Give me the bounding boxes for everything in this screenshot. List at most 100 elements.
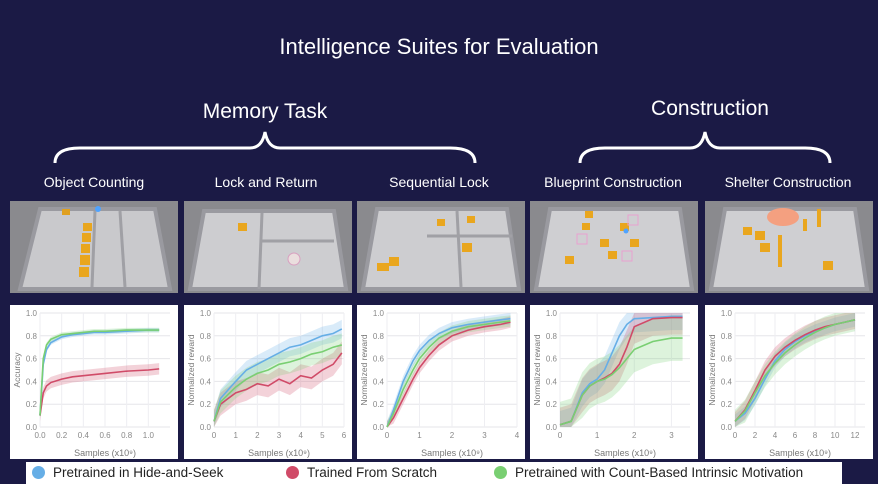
legend-label: Pretrained with Count-Based Intrinsic Mo… bbox=[515, 465, 804, 480]
x-tick-label: 0 bbox=[212, 431, 217, 440]
y-tick-label: 0.2 bbox=[721, 400, 733, 409]
y-axis-label: Accuracy bbox=[12, 352, 22, 388]
x-tick-label: 6 bbox=[342, 431, 347, 440]
series-line bbox=[559, 315, 683, 426]
series-line bbox=[39, 329, 160, 416]
memory-task-heading: Memory Task bbox=[202, 100, 328, 123]
x-tick-label: 1 bbox=[417, 431, 422, 440]
x-tick-label: 2 bbox=[753, 431, 758, 440]
x-axis-label: Samples (x10⁹) bbox=[248, 448, 310, 458]
series-line bbox=[559, 337, 683, 426]
legend-label: Trained From Scratch bbox=[307, 465, 438, 480]
x-tick-label: 5 bbox=[320, 431, 325, 440]
series-band bbox=[560, 313, 683, 427]
y-tick-label: 0.8 bbox=[373, 332, 385, 341]
y-tick-label: 0.0 bbox=[26, 423, 38, 432]
series-band bbox=[735, 313, 855, 427]
y-tick-label: 0.8 bbox=[26, 332, 38, 341]
y-tick-label: 0.2 bbox=[200, 400, 212, 409]
series-line bbox=[386, 317, 511, 428]
y-tick-label: 0.2 bbox=[546, 400, 558, 409]
x-tick-label: 4 bbox=[773, 431, 778, 440]
y-tick-label: 0.8 bbox=[721, 332, 733, 341]
x-tick-label: 0.2 bbox=[56, 431, 68, 440]
task-label-object-counting: Object Counting bbox=[43, 174, 145, 190]
x-tick-label: 10 bbox=[831, 431, 840, 440]
y-tick-label: 0.2 bbox=[373, 400, 385, 409]
y-tick-label: 0.6 bbox=[721, 355, 733, 364]
series-band bbox=[214, 333, 342, 427]
memory-task-brace bbox=[53, 131, 477, 164]
series-line bbox=[386, 321, 511, 428]
x-tick-label: 0.4 bbox=[78, 431, 90, 440]
y-tick-label: 0.2 bbox=[26, 400, 38, 409]
y-tick-label: 0.8 bbox=[546, 332, 558, 341]
series-line bbox=[213, 328, 343, 422]
task-label-sequential-lock: Sequential Lock bbox=[389, 174, 489, 190]
construction-brace bbox=[578, 131, 832, 164]
y-tick-label: 0.8 bbox=[200, 332, 212, 341]
x-tick-label: 4 bbox=[515, 431, 520, 440]
y-tick-label: 0.4 bbox=[26, 377, 38, 386]
y-tick-label: 0.4 bbox=[721, 377, 733, 386]
shelter-construction-environment bbox=[705, 201, 873, 293]
object-counting-environment bbox=[10, 201, 178, 293]
x-axis-label: Samples (x10⁹) bbox=[769, 448, 831, 458]
series-band bbox=[735, 313, 855, 427]
y-tick-label: 0.6 bbox=[26, 355, 38, 364]
y-axis-label: Normalized reward bbox=[532, 334, 542, 406]
x-tick-label: 0.6 bbox=[99, 431, 111, 440]
series-line bbox=[213, 344, 343, 422]
x-tick-label: 0 bbox=[385, 431, 390, 440]
y-tick-label: 0.0 bbox=[546, 423, 558, 432]
y-tick-label: 0.6 bbox=[200, 355, 212, 364]
y-tick-label: 0.4 bbox=[546, 377, 558, 386]
legend-item-pretrained-hide-and-seek: Pretrained in Hide-and-Seek bbox=[32, 465, 223, 480]
series-line bbox=[39, 329, 160, 416]
y-tick-label: 0.6 bbox=[546, 355, 558, 364]
x-tick-label: 3 bbox=[482, 431, 487, 440]
y-tick-label: 0.0 bbox=[721, 423, 733, 432]
series-line bbox=[39, 368, 160, 416]
construction-heading: Construction bbox=[651, 97, 769, 120]
y-tick-label: 0.0 bbox=[200, 423, 212, 432]
x-tick-label: 1 bbox=[233, 431, 238, 440]
x-tick-label: 0 bbox=[733, 431, 738, 440]
blueprint-construction-environment bbox=[530, 201, 698, 293]
legend-marker bbox=[32, 466, 45, 479]
x-axis-label: Samples (x10⁹) bbox=[421, 448, 483, 458]
y-tick-label: 1.0 bbox=[26, 309, 38, 318]
x-tick-label: 1.0 bbox=[143, 431, 155, 440]
y-tick-label: 1.0 bbox=[373, 309, 385, 318]
series-band bbox=[214, 319, 342, 427]
x-axis-label: Samples (x10⁹) bbox=[74, 448, 136, 458]
x-tick-label: 2 bbox=[255, 431, 260, 440]
slide-title: Intelligence Suites for Evaluation bbox=[279, 34, 599, 59]
lock-and-return-environment bbox=[184, 201, 352, 293]
series-line bbox=[386, 320, 511, 428]
y-axis-label: Normalized reward bbox=[359, 334, 369, 406]
y-tick-label: 0.4 bbox=[200, 377, 212, 386]
x-tick-label: 12 bbox=[851, 431, 860, 440]
series-band bbox=[735, 313, 855, 427]
x-tick-label: 2 bbox=[450, 431, 455, 440]
x-tick-label: 8 bbox=[813, 431, 818, 440]
series-band bbox=[40, 327, 160, 418]
y-tick-label: 0.0 bbox=[373, 423, 385, 432]
legend-item-trained-from-scratch: Trained From Scratch bbox=[286, 465, 437, 480]
y-tick-label: 0.6 bbox=[373, 355, 385, 364]
legend-marker bbox=[286, 466, 299, 479]
series-band bbox=[214, 341, 342, 427]
x-tick-label: 0 bbox=[558, 431, 563, 440]
series-band bbox=[560, 315, 683, 427]
x-tick-label: 3 bbox=[669, 431, 674, 440]
y-tick-label: 1.0 bbox=[546, 309, 558, 318]
series-band bbox=[560, 313, 683, 427]
task-label-shelter-construction: Shelter Construction bbox=[724, 174, 852, 190]
y-tick-label: 1.0 bbox=[200, 309, 212, 318]
